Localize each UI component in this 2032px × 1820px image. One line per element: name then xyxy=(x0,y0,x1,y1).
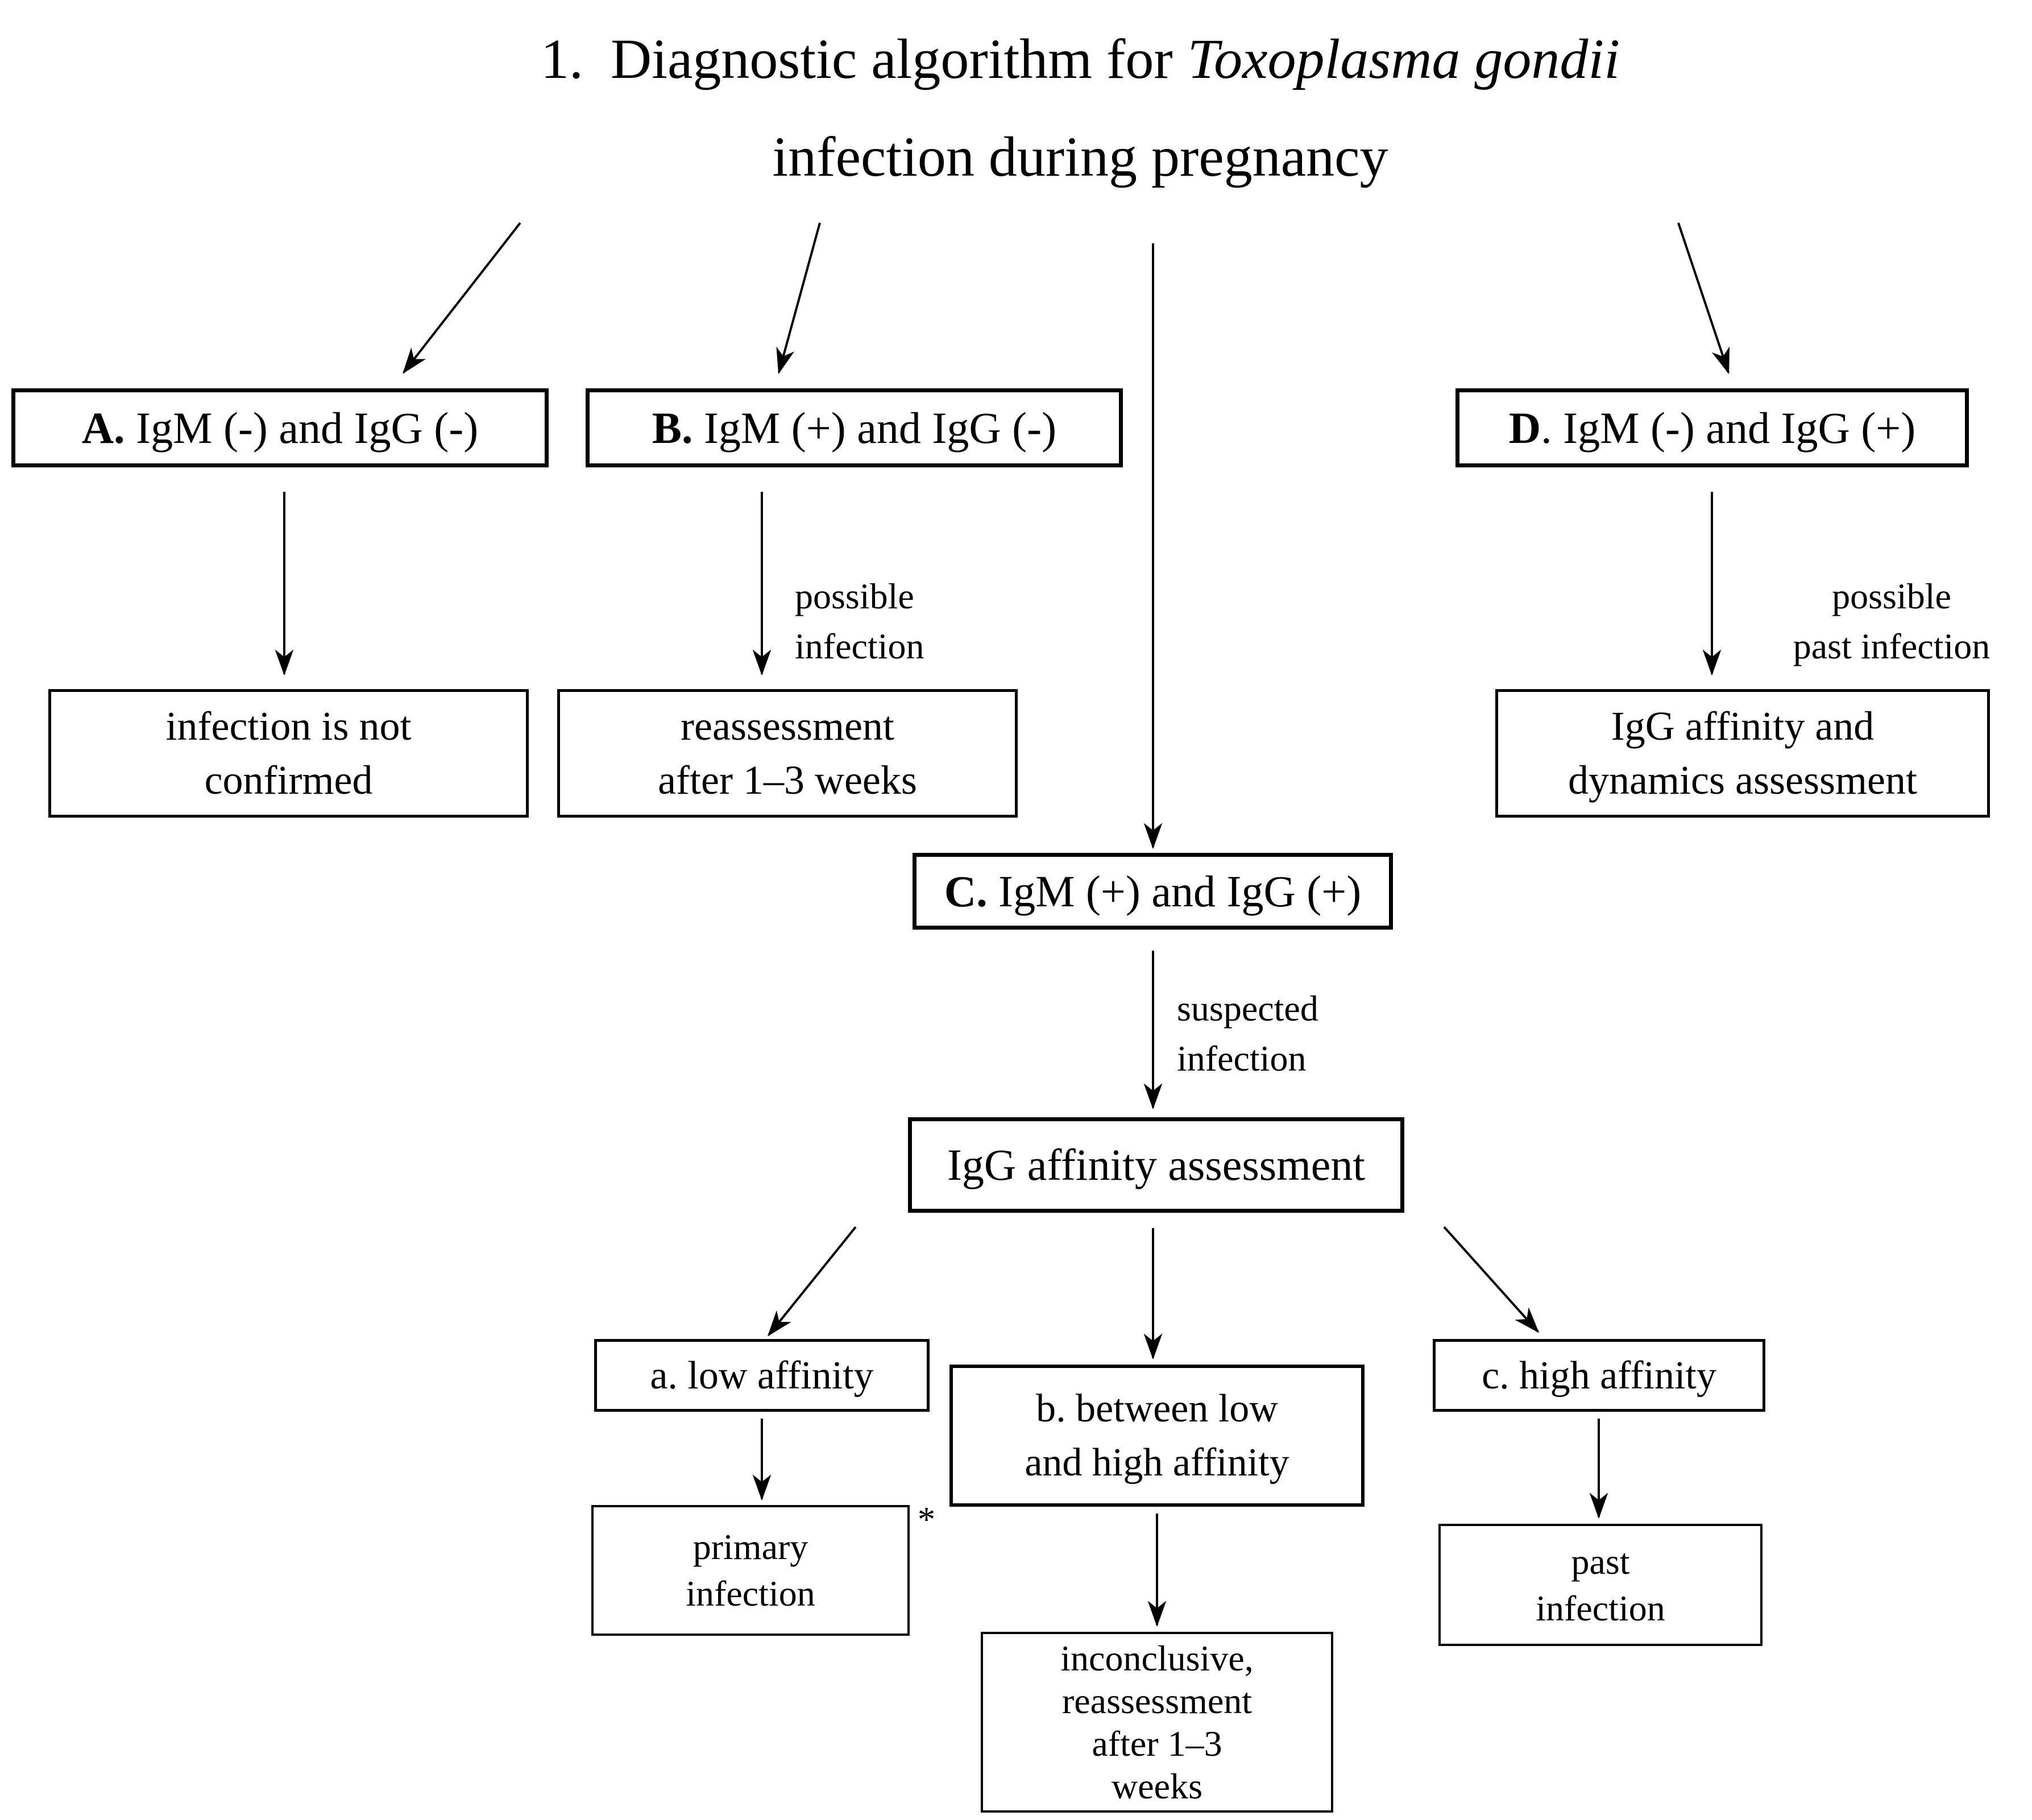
box-infection-not-confirmed-line1: infection is not xyxy=(165,703,412,749)
box-between-affinity-line1: b. between low xyxy=(1036,1387,1278,1431)
box-inconclusive-label: inconclusive, reassessment after 1–3 wee… xyxy=(1060,1637,1253,1807)
box-d-condition: . IgM (-) and IgG (+) xyxy=(1541,403,1916,453)
box-inconclusive-line2: reassessment xyxy=(1061,1681,1253,1721)
box-c-label: C. IgM (+) and IgG (+) xyxy=(944,866,1361,917)
box-b-label: B. IgM (+) and IgG (-) xyxy=(652,403,1056,454)
box-b-condition: IgM (+) and IgG (-) xyxy=(692,403,1057,453)
connector-title-to-box-d xyxy=(1677,222,1730,375)
label-suspected-infection: suspected infection xyxy=(1177,984,1318,1084)
connector-assessment-to-high xyxy=(1443,1226,1540,1333)
box-primary-infection-label: primary infection xyxy=(686,1524,815,1617)
label-possible-infection-line2: infection xyxy=(795,626,924,666)
box-inconclusive-line1: inconclusive, xyxy=(1060,1638,1254,1678)
primary-infection-footnote-asterisk: * xyxy=(918,1500,935,1539)
box-primary-infection: primary infection xyxy=(591,1505,910,1636)
box-past-infection: past infection xyxy=(1438,1524,1763,1646)
box-low-affinity: a. low affinity xyxy=(594,1339,930,1412)
title-text: Diagnostic algorithm for xyxy=(611,27,1173,90)
box-between-affinity-line2: and high affinity xyxy=(1025,1441,1289,1485)
box-past-infection-label: past infection xyxy=(1536,1539,1665,1632)
box-past-infection-line2: infection xyxy=(1536,1587,1665,1628)
title-species-name: Toxoplasma gondii xyxy=(1187,27,1620,90)
box-past-infection-line1: past xyxy=(1571,1541,1630,1582)
box-reassessment-line2: after 1–3 weeks xyxy=(658,757,917,803)
box-b-id: B. xyxy=(652,403,693,453)
box-a-id: A. xyxy=(81,403,125,453)
label-possible-infection-line1: possible xyxy=(795,576,914,616)
box-inconclusive-line3: after 1–3 xyxy=(1092,1723,1222,1764)
label-possible-infection: possible infection xyxy=(795,571,924,671)
box-d-id: D xyxy=(1508,403,1541,453)
box-infection-not-confirmed-line2: confirmed xyxy=(204,757,373,803)
box-high-affinity: c. high affinity xyxy=(1433,1339,1765,1412)
box-igg-dynamics-assessment: IgG affinity and dynamics assessment xyxy=(1495,689,1990,818)
box-b-serology: B. IgM (+) and IgG (-) xyxy=(586,388,1123,467)
label-suspected-infection-line2: infection xyxy=(1177,1038,1307,1079)
box-igg-dynamics-line2: dynamics assessment xyxy=(1568,757,1917,803)
box-reassessment: reassessment after 1–3 weeks xyxy=(557,689,1018,818)
box-reassessment-line1: reassessment xyxy=(681,703,894,749)
box-inconclusive: inconclusive, reassessment after 1–3 wee… xyxy=(981,1632,1333,1813)
label-possible-past-infection: possible past infection xyxy=(1751,571,2032,671)
box-c-serology: C. IgM (+) and IgG (+) xyxy=(913,853,1393,930)
label-possible-past-infection-line1: possible xyxy=(1832,576,1951,616)
box-c-id: C. xyxy=(944,866,988,916)
box-inconclusive-line4: weeks xyxy=(1112,1766,1202,1806)
box-high-affinity-label: c. high affinity xyxy=(1482,1353,1716,1398)
box-d-serology: D. IgM (-) and IgG (+) xyxy=(1455,388,1969,467)
box-c-condition: IgM (+) and IgG (+) xyxy=(987,866,1362,916)
box-a-label: A. IgM (-) and IgG (-) xyxy=(82,403,478,454)
box-primary-infection-line1: primary xyxy=(692,1527,808,1567)
connector-title-to-box-a xyxy=(402,222,521,374)
box-infection-not-confirmed: infection is not confirmed xyxy=(48,689,529,818)
box-igg-affinity-assessment-label: IgG affinity assessment xyxy=(947,1140,1366,1189)
box-a-serology: A. IgM (-) and IgG (-) xyxy=(11,388,549,467)
box-reassessment-label: reassessment after 1–3 weeks xyxy=(658,699,917,807)
connector-title-to-box-b xyxy=(776,222,821,375)
box-primary-infection-line2: infection xyxy=(686,1573,815,1614)
label-possible-past-infection-line2: past infection xyxy=(1793,626,1990,666)
box-d-label: D. IgM (-) and IgG (+) xyxy=(1509,403,1915,454)
title-number: 1. xyxy=(541,27,583,90)
box-igg-affinity-assessment: IgG affinity assessment xyxy=(908,1117,1404,1213)
box-igg-dynamics-line1: IgG affinity and xyxy=(1611,703,1875,749)
box-between-affinity-label: b. between low and high affinity xyxy=(1025,1382,1289,1490)
box-infection-not-confirmed-label: infection is not confirmed xyxy=(166,699,412,807)
box-igg-dynamics-assessment-label: IgG affinity and dynamics assessment xyxy=(1568,699,1917,807)
connector-assessment-to-low xyxy=(767,1226,857,1337)
label-suspected-infection-line1: suspected xyxy=(1177,988,1318,1029)
box-a-condition: IgM (-) and IgG (-) xyxy=(125,403,479,453)
box-between-affinity: b. between low and high affinity xyxy=(949,1365,1365,1507)
box-low-affinity-label: a. low affinity xyxy=(650,1353,874,1398)
title-line2: infection during pregnancy xyxy=(772,125,1388,188)
